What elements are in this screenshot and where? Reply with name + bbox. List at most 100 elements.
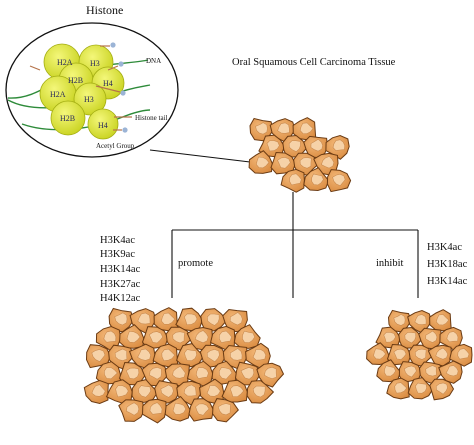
acetylation-mark: H3K4ac (100, 235, 135, 246)
cell-nucleus (137, 312, 151, 325)
cell-nucleus (114, 312, 128, 326)
acetyl-group-icon (118, 61, 124, 67)
subunit-label: H2A (57, 58, 73, 67)
cell-nucleus (435, 314, 450, 326)
cell-nucleus (403, 365, 417, 378)
histone-tail (107, 65, 119, 71)
cell-nucleus (195, 367, 209, 380)
cell-nucleus (115, 385, 129, 398)
subunit-label: H3 (84, 95, 94, 104)
cell-nucleus (264, 366, 277, 379)
cell-nucleus (149, 367, 162, 380)
cell-nucleus (114, 348, 128, 361)
subunit-label: H2A (50, 90, 66, 99)
cell-nucleus (206, 349, 220, 363)
histone-title: Histone (86, 3, 123, 17)
histone-tails (29, 42, 132, 133)
inhibit-label: inhibit (376, 258, 404, 269)
cell-nucleus (148, 331, 164, 344)
cell-nucleus (218, 330, 232, 344)
subunit-label: H2B (68, 76, 83, 85)
cell-nucleus (332, 139, 346, 151)
cell-nucleus (217, 403, 231, 416)
histone-subunit-h4-bottom (87, 108, 119, 140)
histone-tail (95, 85, 121, 93)
cell-nucleus (172, 365, 186, 379)
histone-tail (29, 65, 41, 71)
histone-subunit-h2b-bottom (50, 100, 86, 136)
cell-nucleus (172, 402, 187, 415)
cell-nucleus (299, 122, 314, 135)
acetyl-group-icon (120, 90, 126, 96)
cell-nucleus (242, 330, 256, 344)
cell-nucleus (172, 331, 185, 344)
acetylation-mark: H3K9ac (100, 249, 135, 260)
subunit-label: H4 (103, 79, 113, 88)
cell-nucleus (289, 173, 302, 186)
cell-nucleus (138, 385, 152, 398)
tissue-cluster-promote (83, 307, 285, 424)
cell-nucleus (255, 156, 270, 169)
cell-nucleus (240, 366, 255, 380)
cell-nucleus (91, 384, 106, 397)
cell-nucleus (311, 173, 324, 186)
cell-nucleus (393, 313, 406, 326)
cell-nucleus (415, 382, 428, 394)
zoom-connector-line (149, 149, 251, 163)
cell-nucleus (373, 348, 386, 360)
cell-nucleus (137, 348, 152, 361)
cell-nucleus (229, 385, 244, 398)
cell-nucleus (229, 312, 243, 326)
cell-nucleus (277, 122, 290, 134)
cell-nucleus (206, 384, 221, 397)
promote-marks-list: H3K4ac H3K9ac H3K14ac H3K27ac H4K12ac (100, 235, 141, 304)
cell-nucleus (126, 330, 141, 343)
cell-nucleus (288, 140, 301, 153)
cell-nucleus (435, 382, 448, 395)
cell-nucleus (91, 349, 106, 362)
cell-nucleus (266, 140, 280, 152)
cell-nucleus (332, 173, 346, 187)
acetylation-mark: H3K14ac (100, 264, 141, 275)
subunit-label: H2B (60, 114, 75, 123)
acetyl-group-icon (122, 127, 128, 133)
acetylation-mark: H3K14ac (427, 276, 468, 287)
cell-nucleus (321, 155, 335, 169)
subunit-label: H3 (90, 59, 100, 68)
cell-nucleus (384, 365, 396, 377)
cell-nucleus (149, 402, 163, 415)
subunit-label: H4 (98, 121, 108, 130)
cell-nucleus (194, 330, 209, 344)
cell-nucleus (229, 348, 243, 361)
cell-nucleus (445, 365, 459, 377)
inhibit-marks-list: H3K4ac H3K18ac H3K14ac (427, 242, 468, 287)
tissue-cluster-inhibit (366, 309, 473, 401)
cell-nucleus (125, 367, 140, 380)
cell-nucleus (414, 348, 427, 360)
acetyl-group-label: Acetyl Group (96, 142, 135, 150)
cell-nucleus (218, 367, 233, 380)
histone-tail-label: Histone tail (135, 114, 168, 122)
cell-nucleus (160, 384, 174, 398)
cell-nucleus (277, 156, 291, 169)
cell-nucleus (457, 348, 470, 360)
dna-label: DNA (146, 57, 161, 65)
cell-nucleus (195, 403, 210, 416)
nucleosome-zoom-circle (5, 22, 179, 158)
acetylation-mark: H3K4ac (427, 242, 462, 253)
tissue-title: Oral Squamous Cell Carcinoma Tissue (232, 57, 396, 68)
acetylation-mark: H3K18ac (427, 259, 468, 270)
cell-nucleus (425, 330, 438, 343)
cell-nucleus (206, 313, 220, 326)
acetyl-group-icon (110, 42, 116, 48)
cell-nucleus (310, 138, 324, 152)
branch-lines (171, 192, 419, 298)
histone-octamer (39, 43, 125, 140)
cell-nucleus (404, 332, 417, 344)
cell-nucleus (126, 402, 140, 416)
cell-nucleus (161, 348, 176, 362)
cell-nucleus (383, 331, 396, 343)
cell-nucleus (183, 384, 197, 397)
